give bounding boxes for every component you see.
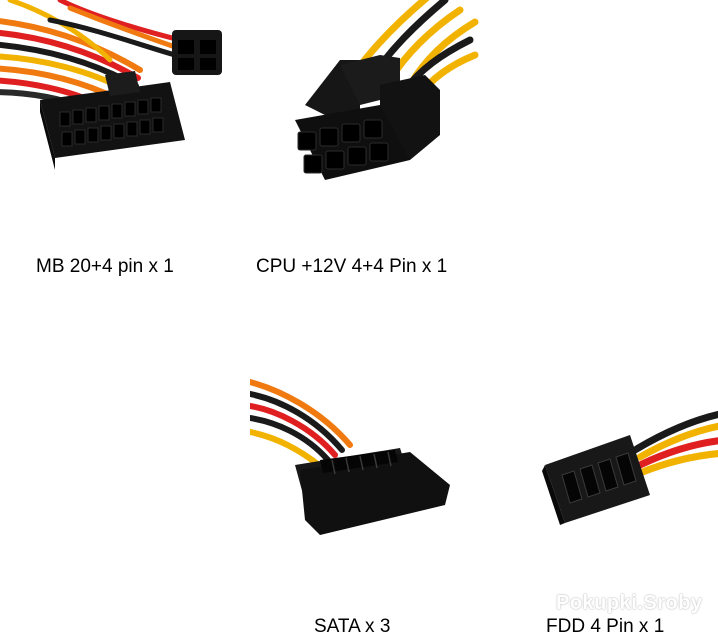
mb-connector-label: MB 20+4 pin x 1 [36, 256, 174, 277]
watermark-text: Pokupki.Sroby [556, 592, 703, 614]
sata-connector-label: SATA x 3 [314, 616, 391, 633]
cpu-connector-label: CPU +12V 4+4 Pin x 1 [256, 256, 448, 277]
sata-power-connector-icon [250, 370, 460, 550]
atx-24pin-connector-icon [0, 0, 230, 200]
fdd-4pin-connector-icon [540, 395, 718, 530]
eps-8pin-connector-icon [280, 0, 480, 200]
fdd-connector-label: FDD 4 Pin x 1 [546, 616, 665, 633]
